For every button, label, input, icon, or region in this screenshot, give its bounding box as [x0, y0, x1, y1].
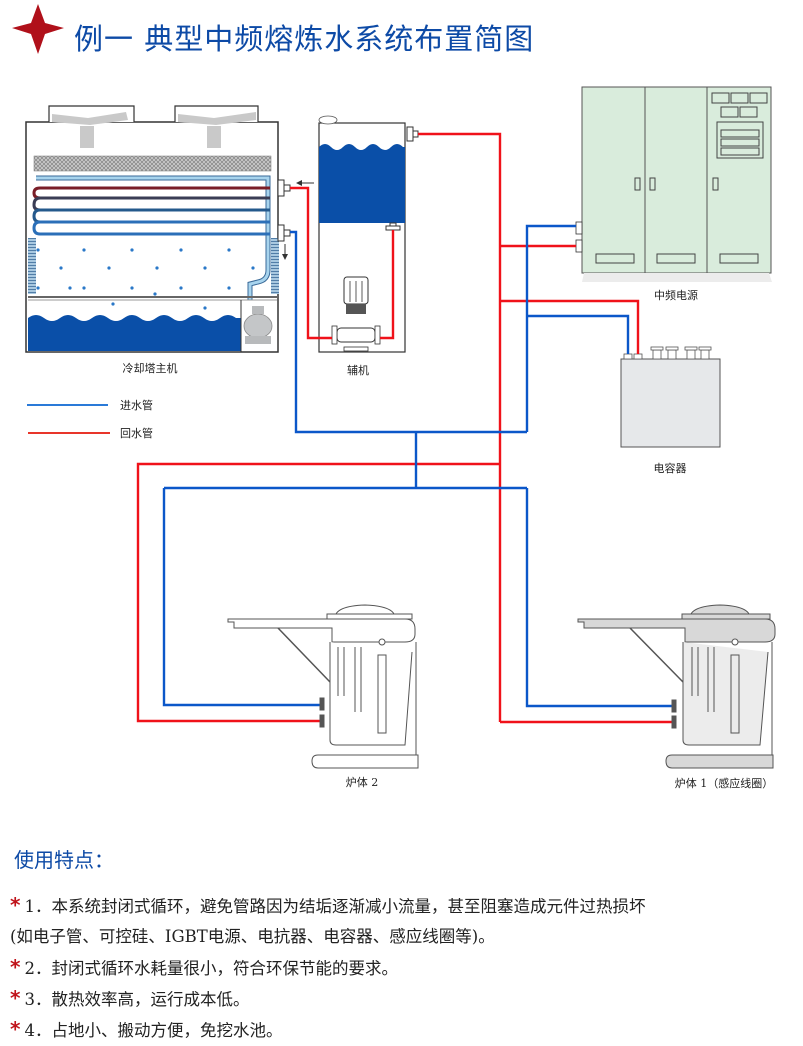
basin-pump-icon [243, 306, 273, 344]
feature-item: *4．占地小、搬动方便，免挖水池。 [10, 1014, 800, 1045]
bullet-asterisk-icon: * [10, 893, 21, 917]
bullet-asterisk-icon: * [10, 955, 21, 979]
features-list: *1．本系统封闭式循环，避免管路因为结垢逐渐减小流量，甚至阻塞造成元件过热损坏 … [10, 890, 800, 1045]
features-title: 使用特点： [14, 848, 114, 872]
furnace-2: 炉体 2 [227, 604, 419, 789]
cooling-tower: 冷却塔主机 [25, 105, 314, 375]
water-system-diagram: 冷却塔主机 辅机 [25, 86, 776, 790]
flow-arrow-icon [282, 244, 288, 260]
feature-item-continuation: (如电子管、可控硅、IGBT电源、电抗器、电容器、感应线圈等)。 [10, 921, 800, 952]
feature-text: (如电子管、可控硅、IGBT电源、电抗器、电容器、感应线圈等)。 [10, 927, 495, 946]
auxiliary-unit: 辅机 [318, 115, 419, 377]
flow-arrow-icon [296, 180, 314, 186]
feature-text: 4．占地小、搬动方便，免挖水池。 [24, 1021, 283, 1040]
feature-item: *3．散热效率高，运行成本低。 [10, 983, 800, 1014]
legend-return-label: 回水管 [120, 426, 153, 440]
capacitor-unit: 电容器 [620, 346, 721, 475]
feature-text: 3．散热效率高，运行成本低。 [24, 990, 250, 1009]
page-title: 例一 典型中频熔炼水系统布置简图 [74, 22, 535, 56]
cooling-tower-label: 冷却塔主机 [123, 361, 178, 375]
bullet-asterisk-icon: * [10, 1017, 21, 1041]
legend: 进水管 回水管 [27, 398, 153, 440]
feature-item: *2．封闭式循环水耗量很小，符合环保节能的要求。 [10, 952, 800, 983]
capacitor-label: 电容器 [654, 461, 687, 475]
return-pipes [136, 132, 672, 724]
feature-text: 1．本系统封闭式循环，避免管路因为结垢逐渐减小流量，甚至阻塞造成元件过热损坏 [24, 897, 646, 916]
circulation-pump-icon [331, 276, 381, 352]
supply-pipes [162, 224, 672, 708]
auxiliary-label: 辅机 [347, 363, 369, 377]
power-supply-cabinet: 中频电源 [575, 86, 772, 302]
fan-icon [178, 112, 256, 148]
fan-icon [52, 112, 128, 148]
furnace-2-label: 炉体 2 [346, 775, 379, 789]
legend-supply-label: 进水管 [120, 398, 153, 412]
star-marker-icon [12, 4, 64, 54]
power-supply-label: 中频电源 [654, 288, 698, 302]
furnace-1: 炉体 1（感应线圈） [577, 604, 776, 790]
bullet-asterisk-icon: * [10, 986, 21, 1010]
feature-item: *1．本系统封闭式循环，避免管路因为结垢逐渐减小流量，甚至阻塞造成元件过热损坏 [10, 890, 800, 921]
furnace-1-label: 炉体 1（感应线圈） [675, 776, 774, 790]
feature-text: 2．封闭式循环水耗量很小，符合环保节能的要求。 [24, 959, 398, 978]
